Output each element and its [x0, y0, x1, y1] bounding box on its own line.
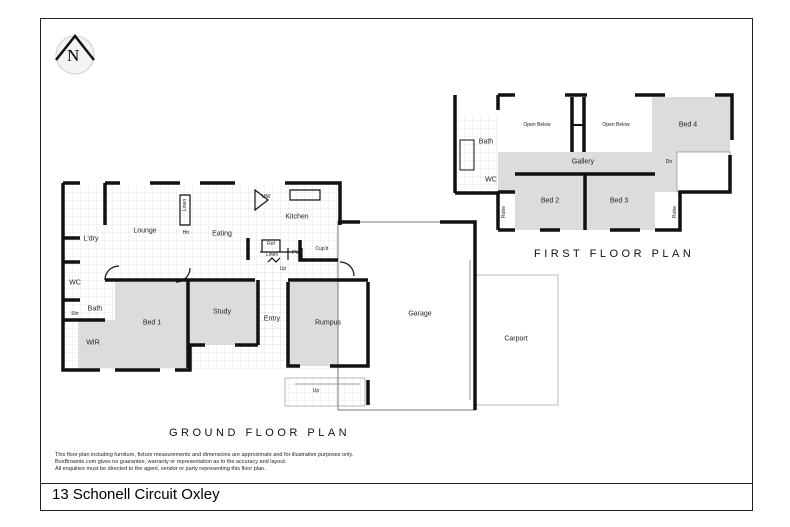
label-carport: Carport	[504, 335, 528, 343]
label-laundry: L'dry	[83, 235, 99, 243]
room-garage	[337, 221, 476, 411]
room-bed3	[585, 174, 655, 230]
label-garage: Garage	[408, 310, 432, 318]
label-bath-upper: Bath	[478, 138, 494, 146]
label-open-below-1: Open Below	[523, 122, 551, 128]
disclaimer-line: All enquiries must be directed to the ag…	[55, 466, 266, 472]
label-htr: Htr	[182, 230, 190, 236]
label-mw: MW	[261, 194, 271, 200]
label-open-below-2: Open Below	[602, 122, 630, 128]
label-lounge: Lounge	[133, 227, 157, 235]
label-wir: WIR	[86, 339, 100, 347]
label-bed3: Bed 3	[609, 197, 629, 205]
stairs-down	[676, 151, 731, 193]
label-dn: Dn	[665, 159, 673, 165]
compass-letter: N	[67, 46, 80, 65]
label-up: Up	[279, 266, 287, 272]
label-study: Study	[213, 308, 231, 316]
label-bed2: Bed 2	[540, 197, 560, 205]
label-ref: Ref	[267, 241, 275, 247]
ground-floor-title: GROUND FLOOR PLAN	[169, 427, 351, 439]
label-eating: Eating	[212, 230, 232, 238]
label-wc: WC	[69, 279, 81, 287]
label-linen: Linen	[182, 198, 188, 212]
disclaimer-line: This floor plan including furniture, fix…	[55, 452, 354, 458]
disclaimer: This floor plan including furniture, fix…	[55, 452, 353, 473]
disclaimer-line: BoxBrownie.com gives no guarantee, warra…	[55, 459, 287, 465]
room-bed4	[652, 97, 730, 152]
room-wir	[78, 320, 115, 368]
label-robe-1: Robe	[501, 206, 507, 218]
page-frame	[40, 18, 753, 511]
north-compass-icon	[55, 33, 95, 75]
label-bath: Bath	[87, 305, 103, 313]
label-entry: Entry	[263, 315, 281, 323]
label-linen-2: Linen	[265, 252, 279, 258]
label-rumpus: Rumpus	[314, 319, 342, 327]
label-cupboard: Cup'd	[315, 246, 329, 252]
label-bed1: Bed 1	[142, 319, 162, 327]
first-floor-plan	[453, 93, 734, 232]
label-shr: Shr	[71, 311, 79, 317]
room-bed1	[115, 282, 188, 368]
property-address: 13 Schonell Circuit Oxley	[52, 486, 220, 503]
label-bed4: Bed 4	[678, 121, 698, 129]
label-kitchen: Kitchen	[285, 213, 309, 221]
label-robe-2: Robe	[672, 206, 678, 218]
first-floor-title: FIRST FLOOR PLAN	[534, 248, 695, 260]
label-wc-upper: WC	[485, 176, 497, 184]
ground-floor-plan	[61, 181, 559, 411]
room-bed2	[515, 174, 585, 230]
label-gallery: Gallery	[571, 158, 595, 166]
label-pantry: P'try	[292, 250, 302, 256]
room-study	[188, 282, 258, 345]
label-up-2: Up	[312, 388, 320, 394]
